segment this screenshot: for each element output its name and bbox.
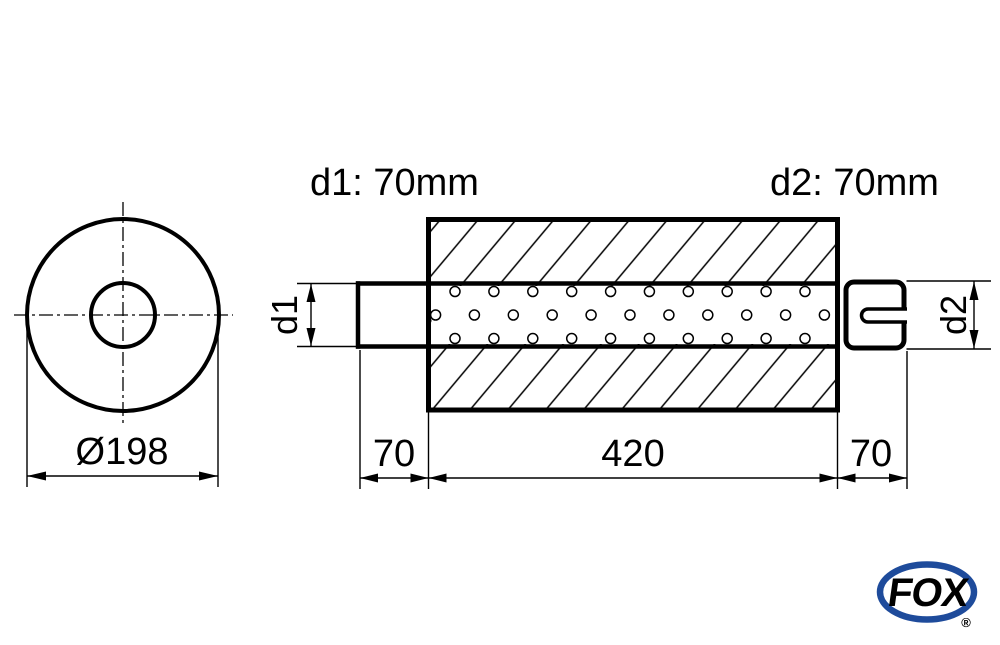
arrowhead-left	[837, 473, 856, 483]
sleeve-slit	[859, 307, 907, 324]
body-length-label: 420	[601, 433, 664, 475]
arrowhead-up	[969, 281, 979, 300]
muffler-body	[355, 217, 840, 413]
arrowhead-left	[428, 473, 447, 483]
fox-logo: FOX ®	[876, 561, 978, 630]
length-dimensions: 70 420 70	[359, 350, 908, 489]
diameter-label: Ø198	[76, 431, 169, 473]
arrowhead-left	[27, 471, 46, 481]
inlet-length-label: 70	[373, 433, 415, 475]
d1-callout: d1: 70mm	[310, 162, 479, 204]
arrowhead-right	[199, 471, 218, 481]
registered-trademark-icon: ®	[961, 615, 971, 630]
logo-ellipse	[876, 561, 978, 623]
diameter-dimension: Ø198	[26, 317, 219, 487]
arrowhead-down	[969, 330, 979, 349]
outlet-sleeve	[843, 279, 907, 351]
d2-axis-label: d2	[933, 295, 974, 335]
d1-axis-label: d1	[264, 295, 305, 335]
outlet-length-label: 70	[850, 433, 892, 475]
arrowhead-right	[410, 473, 429, 483]
arrowhead-left	[360, 473, 378, 483]
perforation-holes	[429, 285, 831, 345]
d2-dimension: d2	[906, 280, 991, 350]
front-view: Ø198	[14, 202, 233, 487]
d1-dimension: d1	[264, 282, 356, 348]
side-view: d1: 70mm d2: 70mm d1	[264, 162, 991, 489]
arrowhead-right	[889, 473, 907, 483]
arrowhead-up	[306, 284, 316, 302]
d2-callout: d2: 70mm	[770, 162, 939, 204]
arrowhead-down	[306, 328, 316, 346]
arrowhead-right	[819, 473, 838, 483]
logo-brand-text: FOX	[885, 570, 972, 615]
